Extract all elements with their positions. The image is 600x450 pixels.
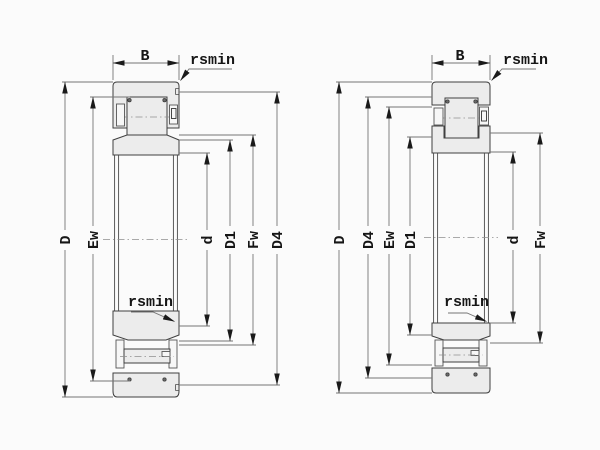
right-cage-bar-left-bottom [434, 339, 444, 367]
right-dim-Ew: Ew [381, 106, 432, 366]
right-dim-D1: D1 [402, 136, 432, 336]
left-rsmin-top-label: rsmin [190, 52, 235, 69]
left-inner-ring-top [112, 134, 180, 156]
left-dim-d: d [179, 152, 217, 327]
left-dim-Fw-label: Fw [246, 231, 263, 249]
left-rsmin-top: rsmin [180, 52, 235, 81]
left-dim-B-label: B [140, 48, 149, 65]
left-dim-D4: D4 [179, 91, 287, 386]
right-cage-left-top [433, 107, 444, 126]
right-dim-Fw: Fw [490, 132, 550, 344]
left-outer-ring-top [112, 81, 180, 129]
left-bearing-view: B rsmin D Ew d [57, 48, 287, 398]
left-dim-Ew-label: Ew [86, 231, 103, 249]
left-dim-D4-label: D4 [270, 231, 287, 249]
right-rivet-dot [473, 99, 478, 104]
right-rivet-dot [445, 372, 450, 377]
right-rsmin-top: rsmin [491, 52, 548, 81]
right-inner-ring-top [431, 125, 491, 154]
left-dim-D1-label: D1 [223, 231, 240, 249]
right-bearing-view: B rsmin D D4 Ew [331, 48, 550, 394]
right-dim-D4-label: D4 [361, 231, 378, 249]
right-cage-rivet-window-top [481, 110, 487, 122]
left-dim-Ew: Ew [85, 96, 130, 382]
left-cage-bar-left-bottom [115, 339, 125, 369]
left-dim-D: D [57, 81, 113, 398]
right-dim-D1-label: D1 [403, 231, 420, 249]
right-dim-Fw-label: Fw [533, 231, 550, 249]
right-outer-ring-top [431, 81, 491, 106]
right-rsmin-top-label: rsmin [503, 52, 548, 69]
right-dim-d: d [490, 151, 523, 324]
left-inner-ring-bottom [112, 310, 180, 341]
left-dim-D1: D1 [179, 139, 240, 342]
left-cage-left-top [116, 103, 125, 127]
left-snap-groove-bottom [175, 384, 179, 391]
left-dim-d-label: d [200, 235, 217, 244]
left-rsmin-bottom-label: rsmin [128, 294, 173, 311]
right-dim-Ew-label: Ew [382, 231, 399, 249]
right-rsmin-bottom: rsmin [444, 294, 489, 322]
left-dim-D-label: D [58, 235, 75, 244]
right-rivet-dot [445, 99, 450, 104]
left-rivet-dot [162, 377, 167, 382]
right-dim-B-label: B [455, 48, 464, 65]
right-cage-bar-right-bottom [478, 339, 488, 367]
left-rivet-dot [127, 98, 132, 103]
right-outer-ring-bottom [431, 367, 491, 394]
right-dim-B: B [431, 48, 491, 80]
right-dim-d-label: d [506, 235, 523, 244]
left-roller-top [126, 96, 168, 136]
right-rsmin-bottom-label: rsmin [444, 294, 489, 311]
left-snap-groove-top [175, 88, 179, 95]
left-dim-Fw: Fw [179, 134, 263, 346]
left-cage-rivet-window-top [171, 108, 177, 119]
right-dim-D4: D4 [360, 96, 432, 379]
right-rivet-dot [473, 372, 478, 377]
left-rivet-dot [162, 98, 167, 103]
left-rsmin-bottom: rsmin [128, 294, 175, 322]
left-cage-notch-bottom [161, 351, 171, 357]
left-outer-ring-bottom [112, 372, 180, 398]
right-dim-D: D [331, 81, 432, 394]
left-dim-B: B [112, 48, 180, 80]
right-dim-D-label: D [332, 235, 349, 244]
right-inner-ring-bottom [431, 322, 491, 341]
right-cage-notch-bottom [470, 350, 480, 356]
